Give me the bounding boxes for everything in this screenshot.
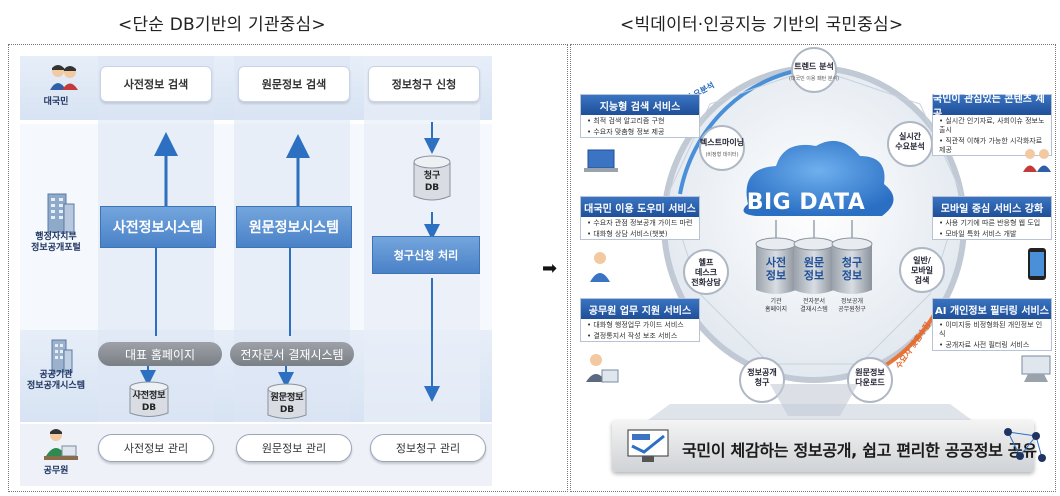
left-panel-frame xyxy=(8,44,568,492)
portal-monitor-icon xyxy=(627,429,669,462)
laptop-icon xyxy=(584,149,618,172)
right-caption: <빅데이터·인공지능 기반의 국민중심> xyxy=(620,15,904,35)
bigdata-title: BIG DATA xyxy=(746,190,866,215)
role-official-label: 공무원 xyxy=(43,466,69,476)
people-group-icon xyxy=(1023,149,1051,172)
sat-trend-label: 트렌드 분석 xyxy=(794,62,834,71)
filter-device-icon xyxy=(1021,355,1051,382)
left-flow-arrows xyxy=(140,122,440,402)
official-support-line-2: • 결정통지서 작성 보조 서비스 xyxy=(587,332,678,340)
interest-content-box: 국민이 관심있는 콘텐츠 제공 • 실시간 인기자료, 사회이슈 정보노출시 •… xyxy=(932,94,1052,156)
mobile-service-box: 모바일 중심 서비스 강화 • 사용 기기에 따른 반응형 웹 도입 • 모바일… xyxy=(932,196,1052,240)
ai-filter-box: AI 개인정보 필터링 서비스 • 이미지등 비정형화된 개인정보 인식 • 공… xyxy=(932,298,1052,351)
original-info-system-box: 원문정보시스템 xyxy=(236,206,352,248)
ai-filter-title: AI 개인정보 필터링 서비스 xyxy=(933,299,1051,319)
sat-textmining-sub: (비정형 데이터) xyxy=(705,152,739,158)
interest-content-line-1: • 실시간 인기자료, 사회이슈 정보노출시 xyxy=(939,117,1045,134)
building-icon xyxy=(47,193,75,233)
banner-text: 국민이 체감하는 정보공개, 쉽고 편리한 공공정보 공유 xyxy=(682,441,1037,460)
left-caption: <단순 DB기반의 기관중심> xyxy=(118,15,326,35)
network-people-icon xyxy=(1004,428,1046,462)
user-helper-box: 대국민 이용 도우미 서비스 • 수요자 관점 정보공개 가이드 마련 • 대화… xyxy=(580,196,700,240)
intelligent-search-title: 지능형 검색 서비스 xyxy=(581,95,699,115)
e-document-approval-pill: 전자문서 결재시스템 xyxy=(230,342,354,366)
official-desk-icon xyxy=(586,354,619,383)
original-info-manage-button[interactable]: 원문정보 관리 xyxy=(236,434,352,462)
sat-trend-sub: (대국민 이용 패턴 분석) xyxy=(788,76,840,82)
request-db-cylinder xyxy=(413,155,451,201)
citizens-icon xyxy=(50,65,78,90)
user-helper-person-icon xyxy=(590,252,610,282)
request-process-box: 청구신청 처리 xyxy=(372,236,480,274)
agency-building-icon xyxy=(51,339,73,373)
prior-info-search-button[interactable]: 사전정보 검색 xyxy=(100,66,212,102)
user-helper-line-2: • 대화형 상담 서비스(챗봇) xyxy=(587,230,668,238)
user-helper-line-1: • 수요자 관점 정보공개 가이드 마련 xyxy=(587,219,693,227)
official-support-title: 공무원 업무 지원 서비스 xyxy=(581,299,699,319)
bigdata-ring-graphic xyxy=(640,47,980,426)
mobile-service-title: 모바일 중심 서비스 강화 xyxy=(933,197,1051,217)
original-info-db-cylinder xyxy=(267,383,307,419)
prior-info-db-cylinder xyxy=(129,381,169,417)
intelligent-search-line-2: • 수요자 맞춤형 정보 제공 xyxy=(587,128,665,136)
smartphone-icon xyxy=(1028,248,1046,280)
interest-content-title: 국민이 관심있는 콘텐츠 제공 xyxy=(933,94,1051,120)
sat-textmining-label: 텍스트마이닝 xyxy=(699,138,745,147)
intelligent-search-box: 지능형 검색 서비스 • 최적 검색 알고리즘 구현 • 수요자 맞춤형 정보 … xyxy=(580,94,700,138)
right-panel-frame xyxy=(570,44,1056,492)
intelligent-search-line-1: • 최적 검색 알고리즘 구현 xyxy=(587,117,665,125)
prior-info-system-box: 사전정보시스템 xyxy=(100,206,216,248)
info-request-manage-button[interactable]: 정보청구 관리 xyxy=(370,434,486,462)
mobile-service-line-2: • 모바일 특화 서비스 개발 xyxy=(939,230,1017,238)
ai-filter-line-1: • 이미지등 비정형화된 개인정보 인식 xyxy=(939,321,1043,338)
ai-filter-line-2: • 공개자료 사전 필터링 서비스 xyxy=(939,341,1030,349)
bottom-banner xyxy=(612,420,1034,472)
interest-content-line-2: • 직관적 이해가 가능한 시각화자료 제공 xyxy=(939,137,1043,154)
original-info-search-button[interactable]: 원문정보 검색 xyxy=(238,66,350,102)
official-worker-icon xyxy=(44,429,78,460)
representative-homepage-pill: 대표 홈페이지 xyxy=(98,342,222,366)
info-request-apply-button[interactable]: 정보청구 신청 xyxy=(368,66,480,102)
prior-info-manage-button[interactable]: 사전정보 관리 xyxy=(98,434,214,462)
official-support-box: 공무원 업무 지원 서비스 • 대화형 행정업무 가이드 서비스 • 결정통지서… xyxy=(580,298,700,342)
official-support-line-1: • 대화형 행정업무 가이드 서비스 xyxy=(587,321,684,329)
user-helper-title: 대국민 이용 도우미 서비스 xyxy=(581,197,699,217)
transition-arrow-icon: ➡ xyxy=(542,258,558,279)
role-citizen-label: 대국민 xyxy=(43,97,69,107)
mobile-service-line-1: • 사용 기기에 따른 반응형 웹 도입 xyxy=(939,219,1041,227)
